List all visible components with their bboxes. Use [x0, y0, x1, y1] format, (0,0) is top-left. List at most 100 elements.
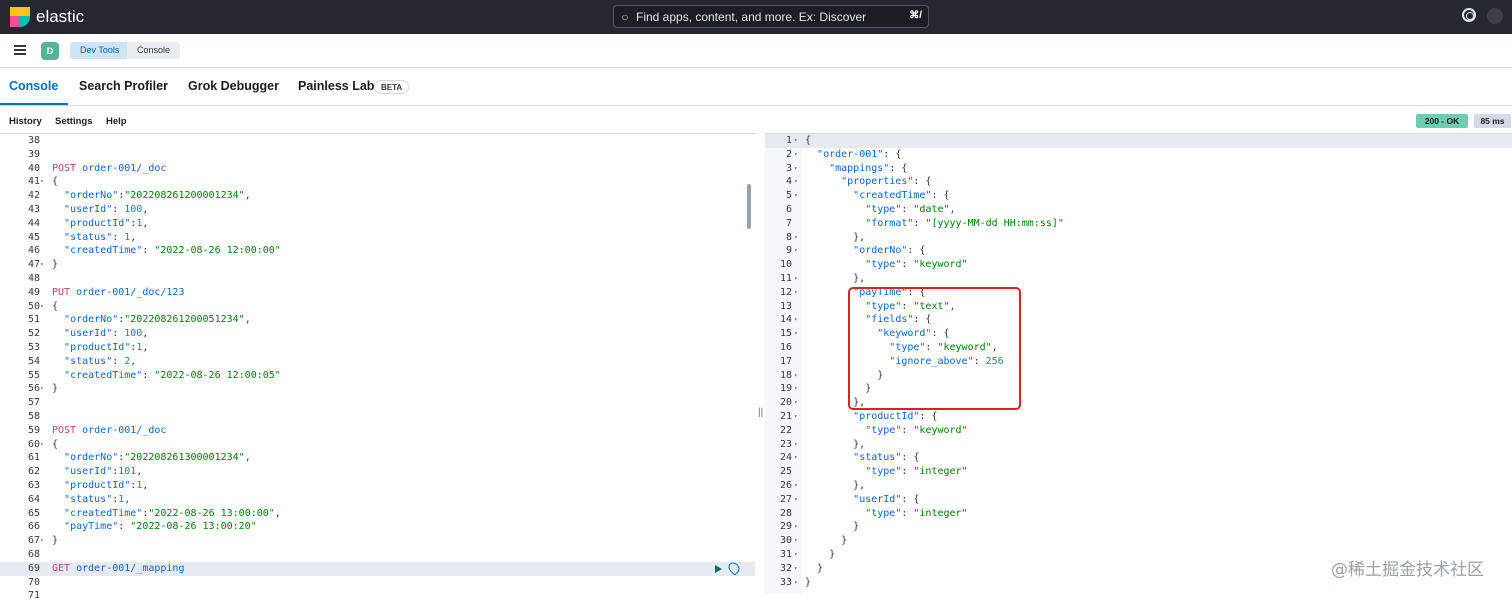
- code-line[interactable]: 41▾{: [0, 175, 755, 189]
- wrench-icon[interactable]: [726, 560, 742, 576]
- fold-toggle-icon[interactable]: ▾: [794, 537, 798, 545]
- code-line[interactable]: 70: [0, 576, 755, 590]
- code-line[interactable]: 68: [0, 548, 755, 562]
- fold-toggle-icon[interactable]: ▾: [794, 495, 798, 503]
- code-line[interactable]: 19▾ }: [765, 382, 1512, 396]
- user-menu-icon[interactable]: [1487, 8, 1503, 24]
- fold-toggle-icon[interactable]: ▾: [40, 385, 44, 393]
- code-line[interactable]: 23▾ },: [765, 438, 1512, 452]
- fold-toggle-icon[interactable]: ▾: [794, 385, 798, 393]
- code-line[interactable]: 14▾ "fields": {: [765, 313, 1512, 327]
- code-line[interactable]: 38: [0, 134, 755, 148]
- code-line[interactable]: 65 "createdTime":"2022-08-26 13:00:00",: [0, 507, 755, 521]
- code-line[interactable]: 60▾{: [0, 438, 755, 452]
- code-line[interactable]: 61 "orderNo":"202208261300001234",: [0, 451, 755, 465]
- code-line[interactable]: 8▾ },: [765, 231, 1512, 245]
- code-line[interactable]: 12▾ "payTime": {: [765, 286, 1512, 300]
- code-line[interactable]: 27▾ "userId": {: [765, 493, 1512, 507]
- tab-painless-lab[interactable]: Painless Lab: [298, 79, 375, 93]
- code-line[interactable]: 71: [0, 589, 755, 603]
- fold-toggle-icon[interactable]: ▾: [794, 564, 798, 572]
- history-link[interactable]: History: [9, 116, 42, 127]
- code-line[interactable]: 7 "format": "[yyyy-MM-dd HH:mm:ss]": [765, 217, 1512, 231]
- response-editor[interactable]: 1▾{2▾ "order-001": {3▾ "mappings": {4▾ "…: [765, 133, 1512, 594]
- fold-toggle-icon[interactable]: ▾: [794, 316, 798, 324]
- fold-toggle-icon[interactable]: ▾: [40, 178, 44, 186]
- send-request-icon[interactable]: [715, 564, 722, 573]
- code-line[interactable]: 13 "type": "text",: [765, 300, 1512, 314]
- fold-toggle-icon[interactable]: ▾: [794, 137, 798, 144]
- code-line[interactable]: 10 "type": "keyword": [765, 258, 1512, 272]
- code-line[interactable]: 46 "createdTime": "2022-08-26 12:00:00": [0, 244, 755, 258]
- code-line[interactable]: 16 "type": "keyword",: [765, 341, 1512, 355]
- code-line[interactable]: 28 "type": "integer": [765, 507, 1512, 521]
- code-line[interactable]: 42 "orderNo":"202208261200001234",: [0, 189, 755, 203]
- panel-resizer[interactable]: ||: [757, 133, 765, 593]
- code-line[interactable]: 4▾ "properties": {: [765, 175, 1512, 189]
- code-line[interactable]: 51 "orderNo":"202208261200051234",: [0, 313, 755, 327]
- code-line[interactable]: 6 "type": "date",: [765, 203, 1512, 217]
- code-line[interactable]: 25 "type": "integer": [765, 465, 1512, 479]
- fold-toggle-icon[interactable]: ▾: [40, 440, 44, 448]
- fold-toggle-icon[interactable]: ▾: [40, 261, 44, 269]
- code-line[interactable]: 30▾ }: [765, 534, 1512, 548]
- code-line[interactable]: 56▾}: [0, 382, 755, 396]
- code-line[interactable]: 55 "createdTime": "2022-08-26 12:00:05": [0, 369, 755, 383]
- fold-toggle-icon[interactable]: ▾: [794, 150, 798, 158]
- code-line[interactable]: 54 "status": 2,: [0, 355, 755, 369]
- code-line[interactable]: 57: [0, 396, 755, 410]
- fold-toggle-icon[interactable]: ▾: [794, 371, 798, 379]
- fold-toggle-icon[interactable]: ▾: [794, 523, 798, 531]
- code-line[interactable]: 9▾ "orderNo": {: [765, 244, 1512, 258]
- code-line[interactable]: 15▾ "keyword": {: [765, 327, 1512, 341]
- fold-toggle-icon[interactable]: ▾: [794, 551, 798, 558]
- code-line[interactable]: 66 "payTime": "2022-08-26 13:00:20": [0, 520, 755, 534]
- fold-toggle-icon[interactable]: ▾: [794, 178, 798, 186]
- code-line[interactable]: 67▾}: [0, 534, 755, 548]
- fold-toggle-icon[interactable]: ▾: [794, 454, 798, 462]
- tab-console[interactable]: Console: [9, 79, 59, 93]
- space-avatar[interactable]: D: [41, 42, 59, 60]
- fold-toggle-icon[interactable]: ▾: [794, 192, 798, 200]
- menu-toggle-icon[interactable]: [14, 45, 26, 55]
- fold-toggle-icon[interactable]: ▾: [794, 164, 798, 172]
- fold-toggle-icon[interactable]: ▾: [794, 482, 798, 489]
- fold-toggle-icon[interactable]: ▾: [40, 302, 44, 310]
- code-line[interactable]: 47▾}: [0, 258, 755, 272]
- help-icon[interactable]: [1462, 8, 1476, 22]
- code-line[interactable]: 1▾{: [765, 134, 1512, 148]
- code-line[interactable]: 58: [0, 410, 755, 424]
- tab-search-profiler[interactable]: Search Profiler: [79, 79, 168, 93]
- tab-grok-debugger[interactable]: Grok Debugger: [188, 79, 279, 93]
- fold-toggle-icon[interactable]: ▾: [794, 247, 798, 255]
- code-line[interactable]: 3▾ "mappings": {: [765, 162, 1512, 176]
- code-line[interactable]: 20▾ },: [765, 396, 1512, 410]
- fold-toggle-icon[interactable]: ▾: [794, 440, 798, 448]
- code-line[interactable]: 39: [0, 148, 755, 162]
- elastic-logo[interactable]: elastic: [10, 7, 84, 27]
- code-line[interactable]: 32▾ }: [765, 562, 1512, 576]
- help-link[interactable]: Help: [106, 116, 127, 127]
- fold-toggle-icon[interactable]: ▾: [794, 399, 798, 407]
- code-line[interactable]: 18▾ }: [765, 369, 1512, 383]
- fold-toggle-icon[interactable]: ▾: [794, 413, 798, 420]
- code-line[interactable]: 5▾ "createdTime": {: [765, 189, 1512, 203]
- code-line[interactable]: 44 "productId":1,: [0, 217, 755, 231]
- code-line[interactable]: 62 "userId":101,: [0, 465, 755, 479]
- code-line[interactable]: 63 "productId":1,: [0, 479, 755, 493]
- code-line[interactable]: 45 "status": 1,: [0, 231, 755, 245]
- code-line[interactable]: 2▾ "order-001": {: [765, 148, 1512, 162]
- code-line[interactable]: 22 "type": "keyword": [765, 424, 1512, 438]
- code-line[interactable]: 26▾ },: [765, 479, 1512, 493]
- settings-link[interactable]: Settings: [55, 116, 93, 127]
- request-scrollbar[interactable]: [747, 184, 751, 229]
- code-line[interactable]: 53 "productId":1,: [0, 341, 755, 355]
- fold-toggle-icon[interactable]: ▾: [794, 330, 798, 338]
- code-line[interactable]: 33▾}: [765, 576, 1512, 590]
- fold-toggle-icon[interactable]: ▾: [40, 537, 44, 545]
- fold-toggle-icon[interactable]: ▾: [794, 233, 798, 241]
- code-line[interactable]: 17 "ignore_above": 256: [765, 355, 1512, 369]
